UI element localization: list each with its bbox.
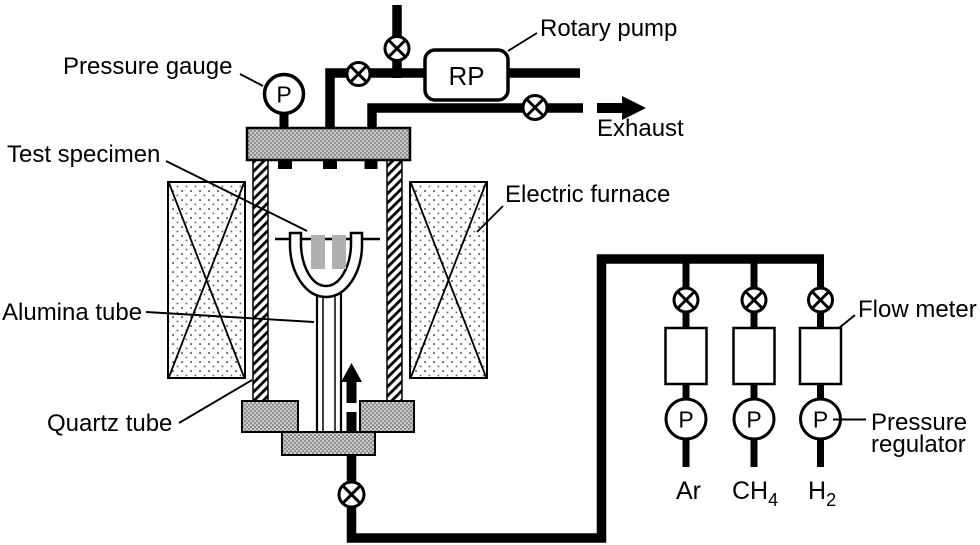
rotary-pump-abbr: RP: [448, 61, 484, 91]
electric-furnace-label: Electric furnace: [505, 181, 670, 208]
quartz-tube-leader: [178, 379, 253, 424]
gas-label-ar: Ar: [676, 477, 701, 505]
gas-label-ch4-sub: 4: [768, 490, 778, 510]
pressure-gauge: P: [262, 72, 306, 116]
bottom-flange-center: [281, 431, 376, 456]
valve-ar-icon: [672, 286, 700, 314]
quartz-tube-left-wall: [252, 159, 269, 402]
bottom-flange-right: [359, 400, 415, 433]
top-flange-port-stubs: [278, 160, 378, 169]
rotary-pump-box: RP: [423, 48, 510, 102]
flow-meters: [664, 326, 843, 386]
flow-meter-ar: [664, 326, 708, 386]
exhaust-arrow-icon: [597, 96, 646, 120]
pressure-gauge-letter: P: [276, 82, 291, 108]
quartz-tube-right-wall: [386, 159, 403, 402]
quartz-tube-label: Quartz tube: [47, 410, 172, 437]
gas-flow-arrow-icon: [341, 363, 362, 432]
top-flange: [245, 126, 412, 162]
gas-label-ch4: CH4: [732, 477, 778, 510]
furnace-cross-icon: [168, 182, 245, 378]
furnace-cross-icon: [410, 182, 487, 378]
exhaust-pipe: [367, 103, 583, 130]
rotary-pump-leader: [507, 32, 538, 52]
gas-supply-pipe: [346, 254, 824, 543]
pressure-regulators: P P P: [664, 397, 842, 441]
alumina-tube-label: Alumina tube: [2, 299, 142, 326]
test-specimen-label: Test specimen: [7, 141, 160, 168]
valve-h2-icon: [807, 286, 834, 314]
flow-meter-ch4: [732, 326, 776, 386]
valve-ch4-icon: [740, 286, 768, 314]
alumina-tube: [315, 292, 343, 431]
regulator-letter: P: [813, 407, 828, 433]
regulator-letter: P: [678, 407, 693, 433]
regulator-letter: P: [746, 407, 761, 433]
flow-meter-label: Flow meter: [858, 296, 977, 323]
gas-label-h2-sub: 2: [826, 490, 836, 510]
alumina-tube-leader: [145, 311, 315, 323]
valve-vent-icon: [383, 35, 411, 62]
rotary-pump-label: Rotary pump: [540, 15, 677, 42]
electric-furnace-left-block: [167, 181, 246, 379]
gas-label-ar-base: Ar: [676, 477, 701, 505]
pressure-regulator-label-line2: regulator: [871, 431, 966, 458]
electric-furnace-leader: [476, 205, 504, 233]
pressure-regulator-label-line1: Pressure: [871, 409, 967, 436]
exhaust-label: Exhaust: [597, 115, 684, 142]
valve-chamber-inlet-icon: [337, 480, 366, 509]
valves: [337, 35, 834, 509]
electric-furnace-right-block: [409, 181, 488, 379]
valve-exhaust-icon: [521, 94, 549, 121]
bottom-flange-left: [241, 400, 299, 433]
test-specimen-right: [332, 235, 346, 269]
specimen-holder-cup: [288, 231, 364, 299]
leader-lines: [145, 32, 866, 424]
text-labels: Pressure gauge Test specimen Alumina tub…: [2, 15, 977, 510]
gas-label-h2-base: H: [808, 477, 826, 505]
flow-meter-h2: [798, 326, 843, 386]
gas-label-h2: H2: [808, 477, 836, 510]
valve-pump-line-icon: [345, 61, 372, 87]
pump-suction-pipe: [325, 68, 425, 130]
test-specimen-leader: [165, 160, 308, 232]
pressure-regulator-ch4: P: [732, 397, 776, 441]
furnace-assembly: [167, 126, 488, 456]
flow-meter-leader: [838, 314, 856, 329]
test-specimen-left: [311, 235, 325, 269]
gas-label-ch4-base: CH: [732, 477, 768, 505]
pressure-gauge-leader: [239, 73, 264, 87]
pressure-regulator-ar: P: [664, 397, 708, 441]
pressure-gauge-label: Pressure gauge: [63, 53, 232, 80]
